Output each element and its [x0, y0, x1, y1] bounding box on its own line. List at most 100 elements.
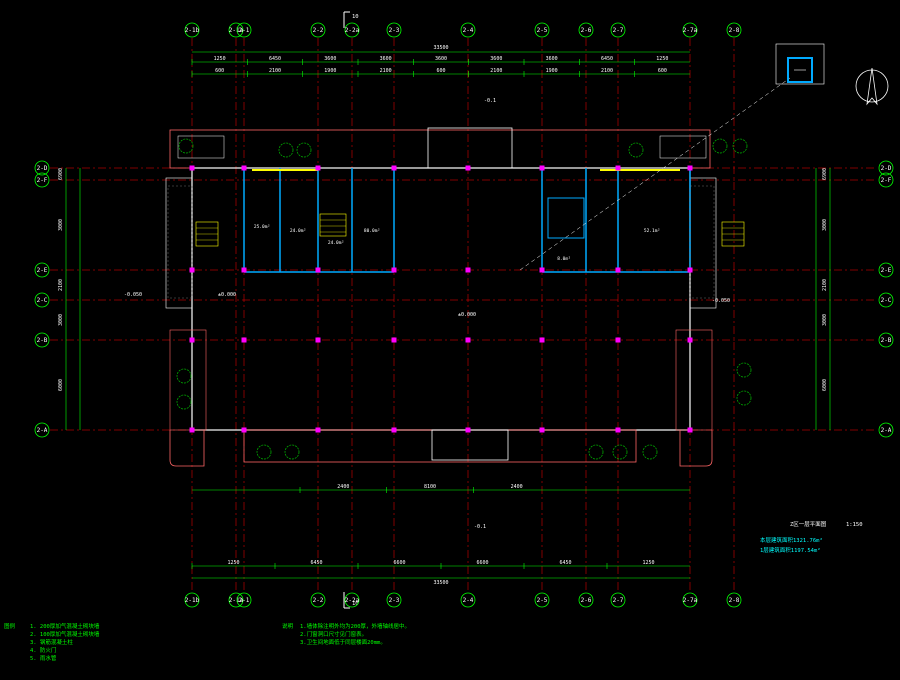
dim-value: 2100 — [58, 279, 64, 291]
tree-icon — [176, 368, 192, 384]
column-marker — [465, 427, 471, 433]
column-marker — [465, 267, 471, 273]
grid-label-top: 2-7 — [613, 27, 624, 34]
elev-mark-1: -0.1 — [484, 98, 496, 104]
floor-area-2: 1层建筑面积1197.54m² — [760, 546, 821, 554]
dim-value: 1250 — [227, 560, 239, 566]
grid-label-top: 2-3 — [389, 27, 400, 34]
room-area-4: 80.0m² — [364, 228, 380, 234]
dim-value: 3600 — [435, 56, 447, 62]
grid-label-bottom: 2-7a — [683, 597, 698, 604]
grid-bubble-left — [34, 292, 50, 308]
dim-value: 6450 — [269, 56, 281, 62]
column-marker — [615, 337, 621, 343]
tree-icon — [628, 142, 644, 158]
ramp-hatch — [167, 185, 715, 299]
column-marker — [241, 427, 247, 433]
column-marker — [315, 165, 321, 171]
notes-items: 1.墙体除注明外均为200厚，外墙轴线居中。2.门窗洞口尺寸见门窗表。3.卫生间… — [300, 622, 410, 646]
elev-mark-4: -0.1 — [474, 524, 486, 530]
drawing-scale: 1:150 — [846, 522, 863, 528]
grid-bubble-top — [610, 22, 626, 38]
room-area-1: 25.0m² — [254, 224, 270, 230]
grid-bubble-bottom — [682, 592, 698, 608]
grid-bubble-bottom — [386, 592, 402, 608]
grid-bubble-top — [386, 22, 402, 38]
dim-value: 600 — [658, 68, 667, 74]
dim-value: 3000 — [822, 219, 828, 231]
grid-label-bottom: 2-2a — [345, 597, 360, 604]
column-marker — [241, 337, 247, 343]
dim-value: 6450 — [310, 560, 322, 566]
section-mark-bottom: 10 — [343, 592, 359, 609]
grid-bubble-left — [34, 332, 50, 348]
drawing-title: Z区一层平面图 — [790, 520, 827, 528]
grid-label-right: 2-D — [881, 165, 892, 172]
grid-label-top: 2-2a — [345, 27, 360, 34]
grid-bubble-bottom — [310, 592, 326, 608]
grid-label-top: 2-1 — [239, 27, 250, 34]
elevation-markers: -0.1 ±0.000 ±0.000 -0.1 -0.050 -0.050 — [124, 98, 730, 530]
section-mark-top: 10 — [343, 11, 359, 28]
grid-bubble-right — [878, 422, 894, 438]
grid-label-top: 2-5 — [537, 27, 548, 34]
column-marker — [465, 165, 471, 171]
dim-value: 2100 — [380, 68, 392, 74]
grid-label-right: 2-F — [881, 177, 892, 184]
column-marker — [539, 165, 545, 171]
legend-item: 3. 钢筋混凝土柱 — [30, 638, 73, 646]
floor-area: 本层建筑面积1321.76m² — [760, 536, 823, 544]
note-item: 1.墙体除注明外均为200厚，外墙轴线居中。 — [300, 622, 410, 630]
dim-value: 6450 — [559, 560, 571, 566]
grid-bubble-bottom — [534, 592, 550, 608]
column-marker — [615, 427, 621, 433]
tree-icon — [642, 444, 658, 460]
grid-label-right: 2-B — [881, 337, 892, 344]
stair-left — [195, 221, 219, 247]
grid-label-top: 2-6 — [581, 27, 592, 34]
tree-icon — [278, 142, 294, 158]
grid-label-bottom: 2-3 — [389, 597, 400, 604]
grid-bubble-top — [726, 22, 742, 38]
grid-label-bottom: 2-8 — [729, 597, 740, 604]
building-outline — [165, 129, 717, 467]
notes-label: 说明 — [282, 622, 294, 630]
dim-value: 2100 — [490, 68, 502, 74]
tree-icon — [176, 394, 192, 410]
dim-value: 1250 — [214, 56, 226, 62]
grid-bubble-bottom — [184, 592, 200, 608]
dim-value: 6600 — [476, 560, 488, 566]
grid-label-bottom: 2-5 — [537, 597, 548, 604]
interior-walls — [243, 127, 691, 461]
grid-bubble-bottom — [460, 592, 476, 608]
grid-label-left: 2-C — [37, 297, 48, 304]
grid-label-top: 2-7a — [683, 27, 698, 34]
grid-bubble-right — [878, 172, 894, 188]
column-marker — [615, 165, 621, 171]
elev-mark-2: ±0.000 — [218, 292, 236, 298]
note-item: 3.卫生间地面低于同层楼面20mm。 — [300, 638, 386, 646]
legend-item: 1. 200厚加气混凝土砌块墙 — [30, 622, 100, 630]
dim-value: 3600 — [490, 56, 502, 62]
column-marker — [687, 337, 693, 343]
grid-label-bottom: 2-7 — [613, 597, 624, 604]
column-marker — [539, 337, 545, 343]
columns — [189, 165, 693, 433]
grid-bubble-top — [344, 22, 360, 38]
dim-value: 3600 — [380, 56, 392, 62]
column-marker — [539, 267, 545, 273]
elev-mark-6: -0.050 — [124, 292, 142, 298]
dim-value: 3600 — [546, 56, 558, 62]
tree-icon — [712, 138, 728, 154]
legend-item: 5. 雨水管 — [30, 654, 57, 662]
top-overall-dim: 33500 — [433, 45, 448, 51]
dim-value: 3000 — [822, 314, 828, 326]
tree-icon — [588, 444, 604, 460]
